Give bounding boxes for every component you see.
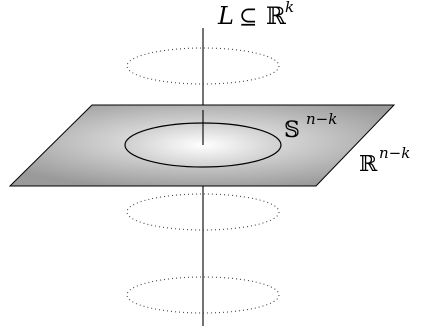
dotted-circle-top — [126, 47, 280, 85]
sphere-label-exponent: n−k — [306, 110, 337, 128]
axis-label-space: ℝ — [266, 2, 287, 30]
plane-label: ℝ n−k — [359, 144, 410, 177]
sphere-label: 𝕊 n−k — [284, 110, 337, 143]
plane-label-exponent: n−k — [379, 144, 410, 162]
plane-label-space: ℝ — [359, 152, 378, 177]
sphere-label-space: 𝕊 — [284, 118, 300, 143]
axis-label: L ⊆ ℝ k — [217, 0, 294, 30]
dotted-circle-bottom — [126, 276, 280, 314]
dotted-circle-middle — [126, 193, 280, 231]
axis-label-exponent: k — [285, 0, 294, 16]
axis-label-relation: ⊆ — [239, 5, 257, 30]
axis-label-main: L — [217, 2, 234, 30]
